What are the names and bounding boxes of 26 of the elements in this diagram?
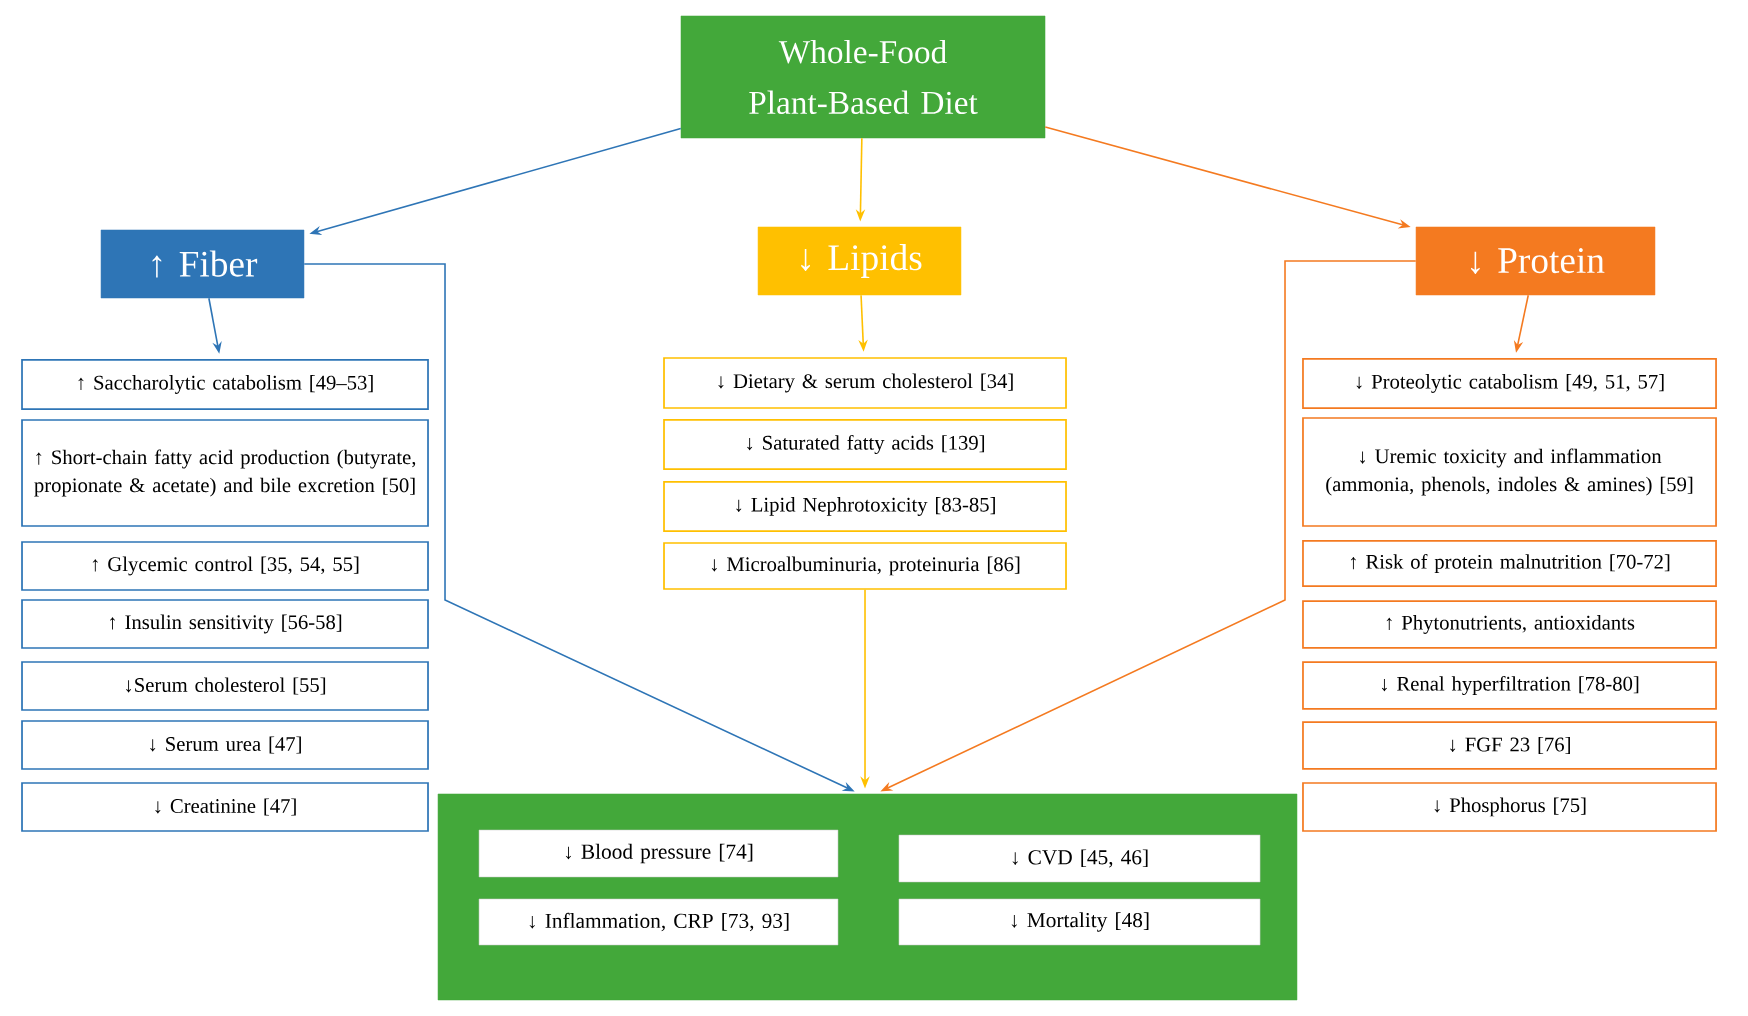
effect-box: ↑ Insulin sensitivity [56-58] — [21, 599, 429, 649]
effect-box: ↓ Creatinine [47] — [21, 782, 429, 832]
effect-box: ↓ Uremic toxicity and inflammation (ammonia, phenols, indoles & amines) [59] — [1302, 417, 1717, 527]
category-box: ↓ Lipids — [757, 226, 962, 296]
effect-box: ↓ Microalbuminuria, proteinuria [86] — [663, 542, 1067, 590]
outcome-box: ↓ Blood pressure [74] — [478, 829, 839, 878]
effect-box: ↑ Saccharolytic catabolism [49–53] — [21, 359, 429, 410]
outcome-box: ↓ Inflammation, CRP [73, 93] — [478, 898, 839, 946]
effect-box: ↓ Proteolytic catabolism [49, 51, 57] — [1302, 358, 1717, 409]
effect-box: ↓ Lipid Nephrotoxicity [83-85] — [663, 481, 1067, 532]
effect-box: ↑ Phytonutrients, antioxidants — [1302, 600, 1717, 649]
outcome-box: ↓ Mortality [48] — [898, 898, 1261, 946]
title-box: Whole-Food Plant-Based Diet — [680, 15, 1046, 139]
effect-box: ↓ Serum urea [47] — [21, 720, 429, 770]
outcome-box: ↓ CVD [45, 46] — [898, 834, 1261, 883]
effect-box: ↓ Saturated fatty acids [139] — [663, 419, 1067, 470]
effect-box: ↓ Phosphorus [75] — [1302, 782, 1717, 832]
effect-box: ↓ Renal hyperfiltration [78-80] — [1302, 661, 1717, 710]
effect-box: ↑ Short-chain fatty acid production (butyrate, propionate & acetate) and bile excretion [50] — [21, 419, 429, 527]
effect-box: ↑ Glycemic control [35, 54, 55] — [21, 541, 429, 591]
effect-box: ↓Serum cholesterol [55] — [21, 661, 429, 711]
effect-box: ↑ Risk of protein malnutrition [70-72] — [1302, 540, 1717, 587]
category-box: ↑ Fiber — [100, 229, 305, 299]
effect-box: ↓ Dietary & serum cholesterol [34] — [663, 357, 1067, 409]
category-box: ↓ Protein — [1415, 226, 1656, 296]
effect-box: ↓ FGF 23 [76] — [1302, 721, 1717, 770]
